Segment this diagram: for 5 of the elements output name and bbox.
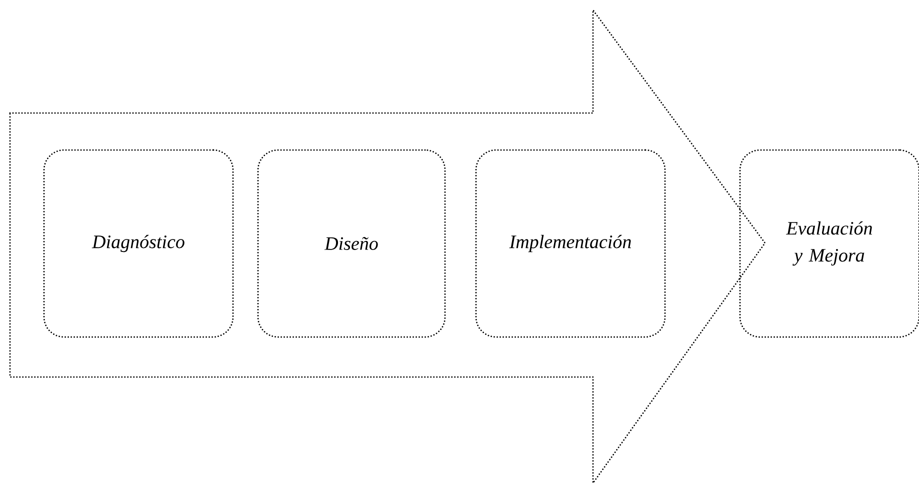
step-box: Diagnóstico (43, 149, 234, 338)
block-arrow (9, 8, 766, 486)
step-box: Implementación (475, 149, 666, 338)
step-box: Diseño (257, 149, 446, 338)
step-box: Evaluación y Mejora (739, 149, 919, 338)
